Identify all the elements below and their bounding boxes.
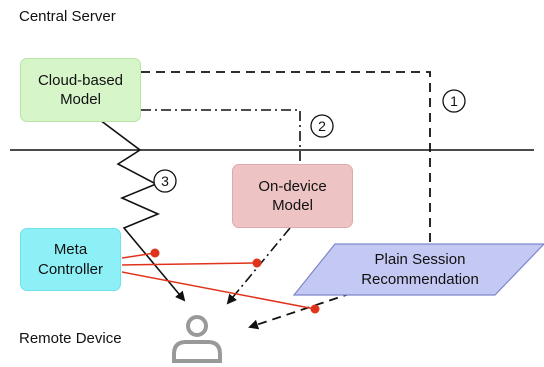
meta-controller-label-line2: Controller [37,260,104,278]
marker-3: 3 [153,169,177,193]
cloud-model-label-line1: Cloud-based [37,71,124,89]
marker-1: 1 [442,89,466,113]
controller-switch-3 [150,248,160,258]
controller-switch-2 [252,258,262,268]
controller-link-2 [121,262,258,266]
person-icon [172,315,222,363]
meta-controller-label-line1: Meta [53,241,88,258]
path-2-cloud-to-ondevice [141,109,301,164]
plain-session-label-line1: Plain Session [374,251,466,268]
ondevice-model-label-line2: Model [272,197,313,214]
path-3-cloud-to-device [99,119,186,302]
controller-link-3 [121,252,156,259]
cloud-model-label-line2: Model [60,91,101,108]
ondevice-model-label-line1: On-device [258,177,327,195]
central-server-label: Central Server [19,8,116,25]
path-plain-to-device [248,292,353,330]
marker-2: 2 [310,114,334,138]
controller-link-1 [121,271,316,310]
cloud-model-node: Cloud-based Model [20,58,141,122]
plain-session-node [292,243,544,296]
plain-session-label-line2: Recommendation [361,270,479,288]
remote-device-label: Remote Device [19,330,122,347]
plain-session-text: Plain Session Recommendation [315,245,525,294]
controller-switch-1 [310,304,320,314]
ondevice-model-node: On-device Model [232,164,353,228]
meta-controller-node: Meta Controller [20,228,121,291]
path-1-cloud-to-plain [141,71,431,244]
marker-2-text: 2 [318,118,326,134]
marker-1-text: 1 [450,93,458,109]
marker-3-text: 3 [161,173,169,189]
